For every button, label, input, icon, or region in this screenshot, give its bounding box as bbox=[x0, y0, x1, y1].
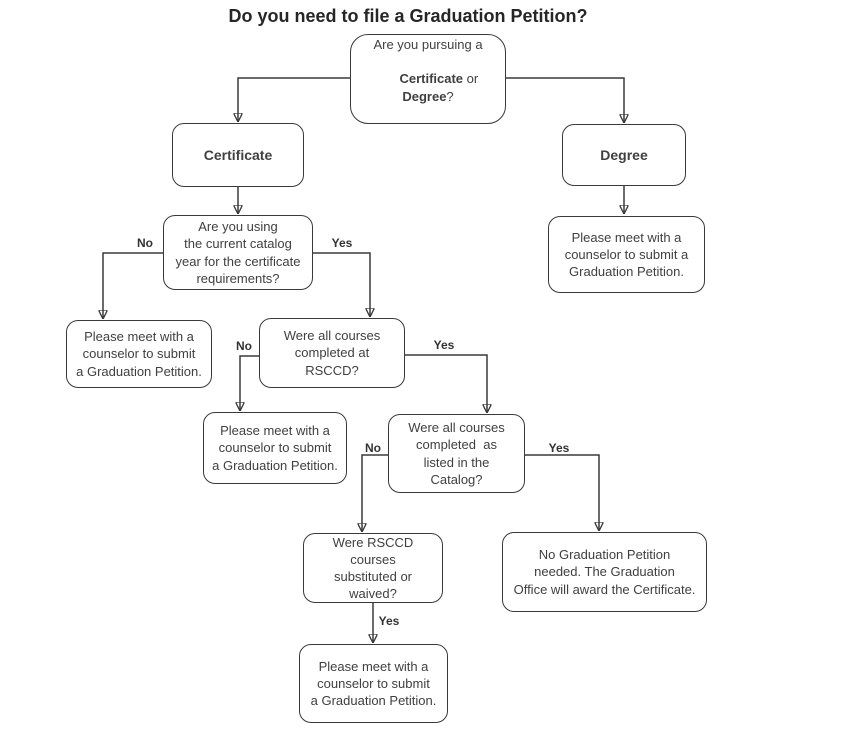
pursuing-certificate-bold: Certificate bbox=[399, 71, 464, 87]
node-catalog-listed-label: Were all courses completed as listed in … bbox=[408, 420, 505, 487]
node-counselor-bottom: Please meet with a counselor to submit a… bbox=[299, 644, 448, 723]
node-counselor-mid-label: Please meet with a counselor to submit a… bbox=[212, 423, 338, 473]
edge-pursuing-to-degree bbox=[506, 77, 624, 123]
node-no-petition: No Graduation Petition needed. The Gradu… bbox=[502, 532, 707, 612]
edge-label-rsccd-yes: Yes bbox=[433, 338, 455, 352]
edge-label-rsccd-no: No bbox=[236, 339, 252, 353]
edge-catalog-listed-yes bbox=[525, 454, 599, 531]
node-rsccd-label: Were all courses completed at RSCCD? bbox=[283, 328, 381, 378]
edge-label-substituted-yes: Yes bbox=[378, 614, 400, 628]
edge-rsccd-no bbox=[240, 355, 259, 411]
edge-label-catalog-listed-yes: Yes bbox=[548, 441, 570, 455]
node-rsccd-question: Were all courses completed at RSCCD? bbox=[259, 318, 405, 388]
node-no-petition-label: No Graduation Petition needed. The Gradu… bbox=[513, 547, 696, 597]
node-degree: Degree bbox=[562, 124, 686, 186]
pursuing-line1: Are you pursuing a bbox=[373, 37, 483, 53]
edge-catalog-listed-no bbox=[362, 454, 388, 532]
node-counselor-left: Please meet with a counselor to submit a… bbox=[66, 320, 212, 388]
node-substituted-question: Were RSCCD courses substituted or waived… bbox=[303, 533, 443, 603]
node-catalog-year-label: Are you using the current catalog year f… bbox=[175, 219, 301, 286]
node-catalog-year-question: Are you using the current catalog year f… bbox=[163, 215, 313, 290]
edge-catalog-year-no bbox=[103, 252, 163, 319]
pursuing-degree-bold: Degree bbox=[402, 88, 447, 104]
node-pursuing-label: Are you pursuing a Certificate or Degree… bbox=[357, 36, 499, 122]
edge-label-catalog-year-yes: Yes bbox=[331, 236, 353, 250]
node-counselor-bottom-label: Please meet with a counselor to submit a… bbox=[310, 658, 437, 709]
edge-label-catalog-listed-no: No bbox=[365, 441, 381, 455]
edge-rsccd-yes bbox=[405, 354, 487, 413]
edge-catalog-year-yes bbox=[313, 252, 370, 317]
node-pursuing-question: Are you pursuing a Certificate or Degree… bbox=[350, 34, 506, 124]
node-catalog-listed-question: Were all courses completed as listed in … bbox=[388, 414, 525, 493]
node-certificate-label: Certificate bbox=[203, 146, 273, 163]
node-counselor-mid: Please meet with a counselor to submit a… bbox=[203, 412, 347, 484]
edge-pursuing-to-certificate bbox=[238, 77, 350, 122]
node-counselor-degree: Please meet with a counselor to submit a… bbox=[548, 216, 705, 293]
pursuing-suffix: ? bbox=[446, 88, 454, 104]
node-counselor-left-label: Please meet with a counselor to submit a… bbox=[76, 329, 202, 379]
node-degree-label: Degree bbox=[600, 146, 648, 163]
edge-label-catalog-year-no: No bbox=[137, 236, 153, 250]
node-counselor-degree-label: Please meet with a counselor to submit a… bbox=[564, 229, 689, 280]
flowchart-title: Do you need to file a Graduation Petitio… bbox=[228, 6, 588, 26]
node-substituted-label: Were RSCCD courses substituted or waived… bbox=[332, 534, 414, 602]
node-certificate: Certificate bbox=[172, 123, 304, 187]
pursuing-or: or bbox=[463, 71, 482, 87]
